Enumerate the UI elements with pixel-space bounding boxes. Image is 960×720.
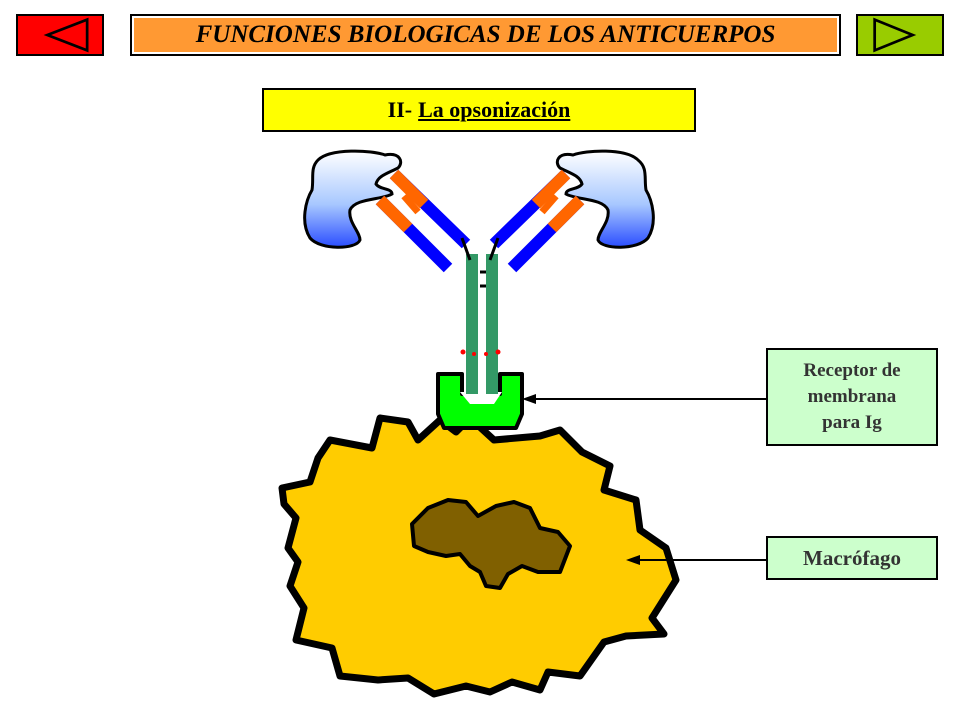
receptor-arrow — [522, 394, 766, 404]
nucleus — [410, 498, 572, 590]
receptor-label-text: Receptor de membrana para Ig — [803, 360, 901, 433]
fab-arm-left — [375, 169, 472, 273]
receptor-label: Receptor de membrana para Ig — [766, 348, 938, 446]
fab-arm-right — [488, 169, 585, 273]
macrophage-arrow — [626, 555, 766, 565]
previous-slide-button[interactable] — [16, 14, 104, 56]
section-number: II- — [387, 97, 413, 122]
section-heading: II- La opsonización — [262, 88, 696, 132]
macrophage-label: Macrófago — [766, 536, 938, 580]
heavy-chain-left — [466, 254, 478, 394]
antigen-left — [303, 149, 403, 249]
next-slide-button[interactable] — [856, 14, 944, 56]
triangle-right-icon — [873, 17, 917, 53]
heavy-chain-right — [486, 254, 498, 394]
macrophage-label-text: Macrófago — [803, 545, 901, 570]
triangle-left-icon — [43, 17, 89, 53]
antigen-right — [555, 149, 655, 249]
slide-title: FUNCIONES BIOLOGICAS DE LOS ANTICUERPOS — [130, 14, 841, 56]
section-name: La opsonización — [418, 97, 571, 122]
